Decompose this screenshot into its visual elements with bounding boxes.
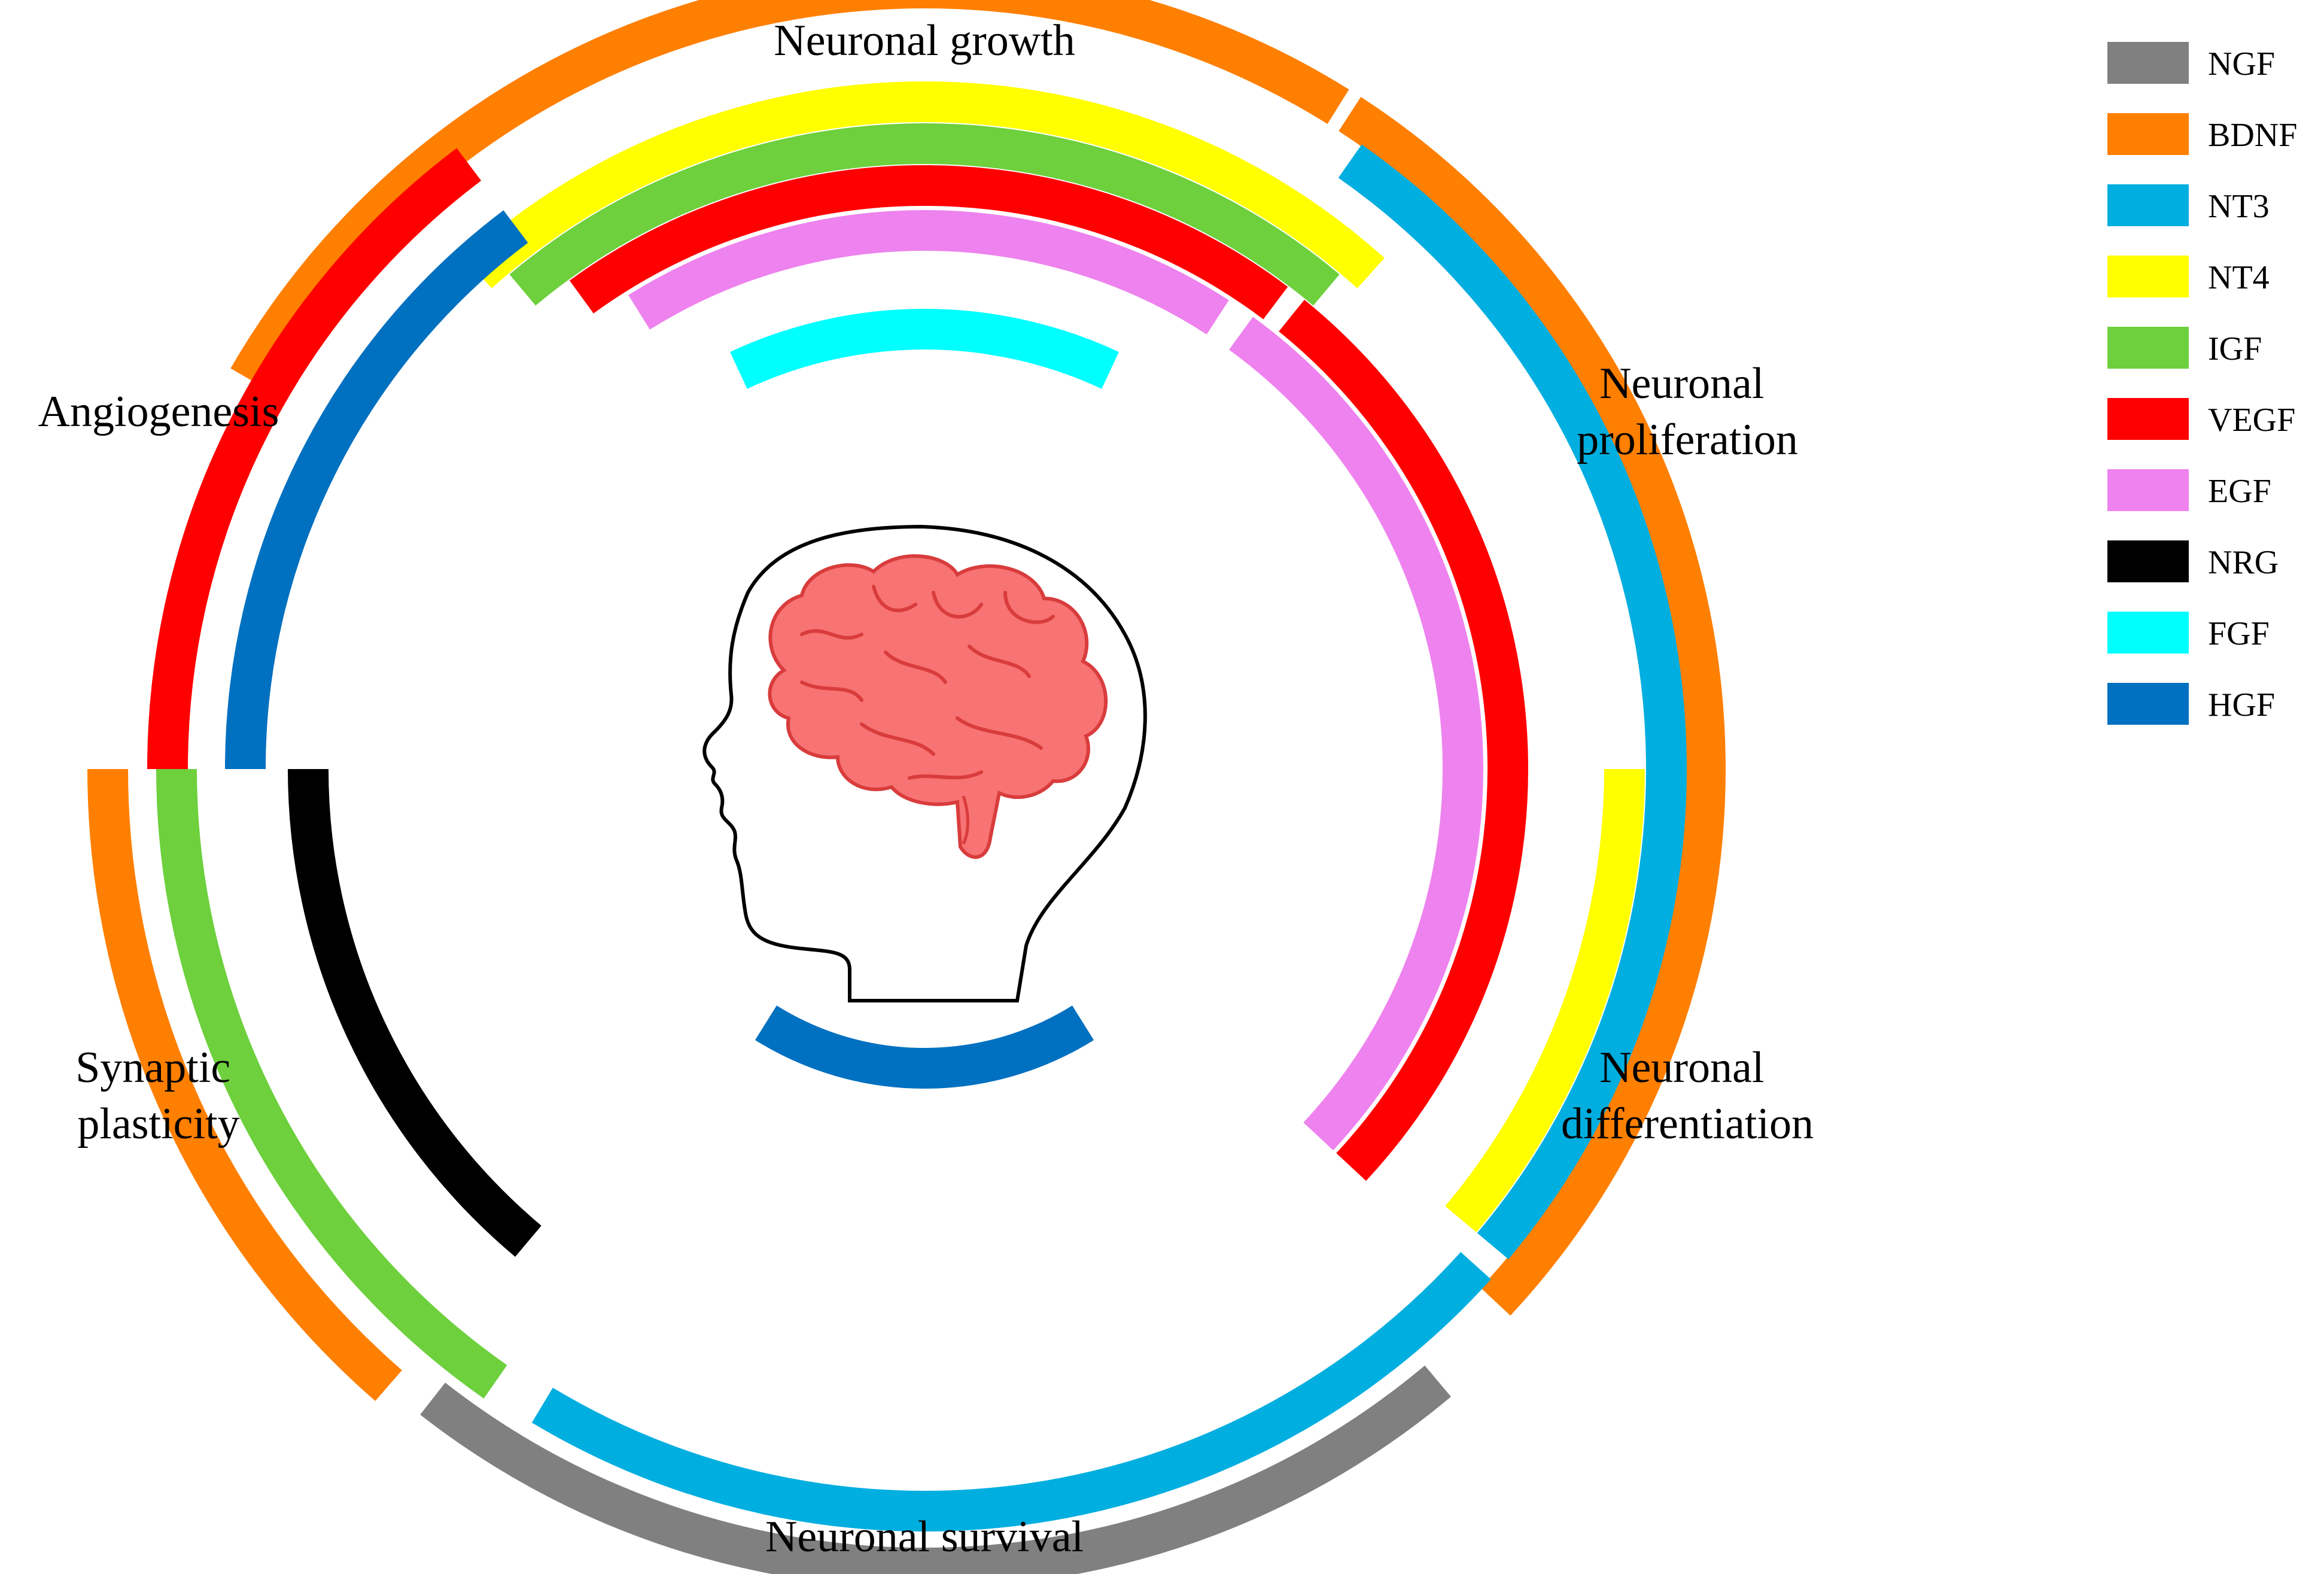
arc-vegf-growth (569, 165, 1288, 320)
legend-swatch (2107, 113, 2189, 155)
label-neuronal-growth: Neuronal growth (774, 16, 1075, 65)
legend-item-bdnf: BDNF (2107, 113, 2297, 155)
arc-nt4-differentiation (1445, 768, 1645, 1232)
legend-swatch (2107, 683, 2189, 725)
arc-fgf-growth (730, 309, 1119, 389)
legend-label: VEGF (2208, 402, 2295, 439)
arc-hgf-survival (755, 1005, 1094, 1089)
legend-item-vegf: VEGF (2107, 398, 2295, 440)
label-angiogenesis: Angiogenesis (38, 387, 279, 436)
legend-item-nt4: NT4 (2107, 256, 2270, 297)
arc-nrg-plasticity (288, 768, 542, 1257)
legend-swatch (2107, 184, 2189, 226)
legend-item-fgf: FGF (2107, 612, 2270, 654)
legend-label: HGF (2208, 686, 2275, 724)
legend-item-nrg: NRG (2107, 540, 2279, 582)
label-neuronal-proliferation: Neuronal proliferation (1577, 359, 1798, 464)
legend-item-igf: IGF (2107, 327, 2262, 369)
arc-nt3-differentiation (1477, 768, 1687, 1259)
arc-bdnf-differentiation (1480, 768, 1726, 1316)
arc-nt3-proliferation (1338, 144, 1687, 770)
arc-egf-proliferation (1229, 317, 1483, 770)
legend-swatch (2107, 256, 2189, 297)
legend-swatch (2107, 540, 2189, 582)
legend-label: IGF (2208, 330, 2262, 367)
arc-nt4-growth (464, 81, 1385, 288)
legend-label: NT3 (2208, 188, 2270, 225)
head-with-brain-icon (702, 524, 1147, 1002)
legend-label: FGF (2208, 615, 2270, 652)
arc-bdnf-growth (230, 0, 1349, 389)
arc-egf-growth (628, 210, 1229, 335)
legend-item-ngf: NGF (2107, 42, 2275, 84)
arc-vegf-proliferation (1279, 299, 1528, 770)
label-synaptic-plasticity: Synaptic plasticity (75, 1043, 241, 1148)
arc-bdnf-plasticity (87, 768, 402, 1401)
arc-egf-differentiation (1303, 768, 1483, 1150)
legend-swatch (2107, 469, 2189, 511)
arc-bdnf-proliferation (1339, 96, 1726, 770)
arc-hgf-angiogenesis (225, 210, 528, 770)
legend-swatch (2107, 327, 2189, 369)
arc-igf-growth (509, 123, 1340, 306)
legend-swatch (2107, 42, 2189, 84)
function-arcs (87, 0, 1726, 1574)
legend-swatch (2107, 398, 2189, 440)
legend-label: BDNF (2208, 117, 2297, 154)
legend-label: NGF (2208, 45, 2275, 83)
arc-igf-plasticity (156, 768, 507, 1399)
legend-label: EGF (2208, 473, 2271, 510)
legend-swatch (2107, 612, 2189, 654)
legend-label: NT4 (2208, 259, 2270, 296)
arc-vegf-differentiation (1336, 768, 1528, 1181)
legend-item-egf: EGF (2107, 469, 2271, 511)
legend-item-nt3: NT3 (2107, 184, 2270, 226)
arc-nt3-survival (531, 1251, 1491, 1532)
legend-item-hgf: HGF (2107, 683, 2275, 725)
brain-icon (768, 554, 1108, 859)
arc-vegf-angiogenesis (147, 148, 482, 770)
arc-ngf-survival (420, 1365, 1451, 1574)
legend-label: NRG (2208, 544, 2279, 581)
label-neuronal-differentiation: Neuronal differentiation (1561, 1043, 1814, 1148)
head-outline (702, 524, 1147, 1002)
label-neuronal-survival: Neuronal survival (765, 1512, 1084, 1561)
